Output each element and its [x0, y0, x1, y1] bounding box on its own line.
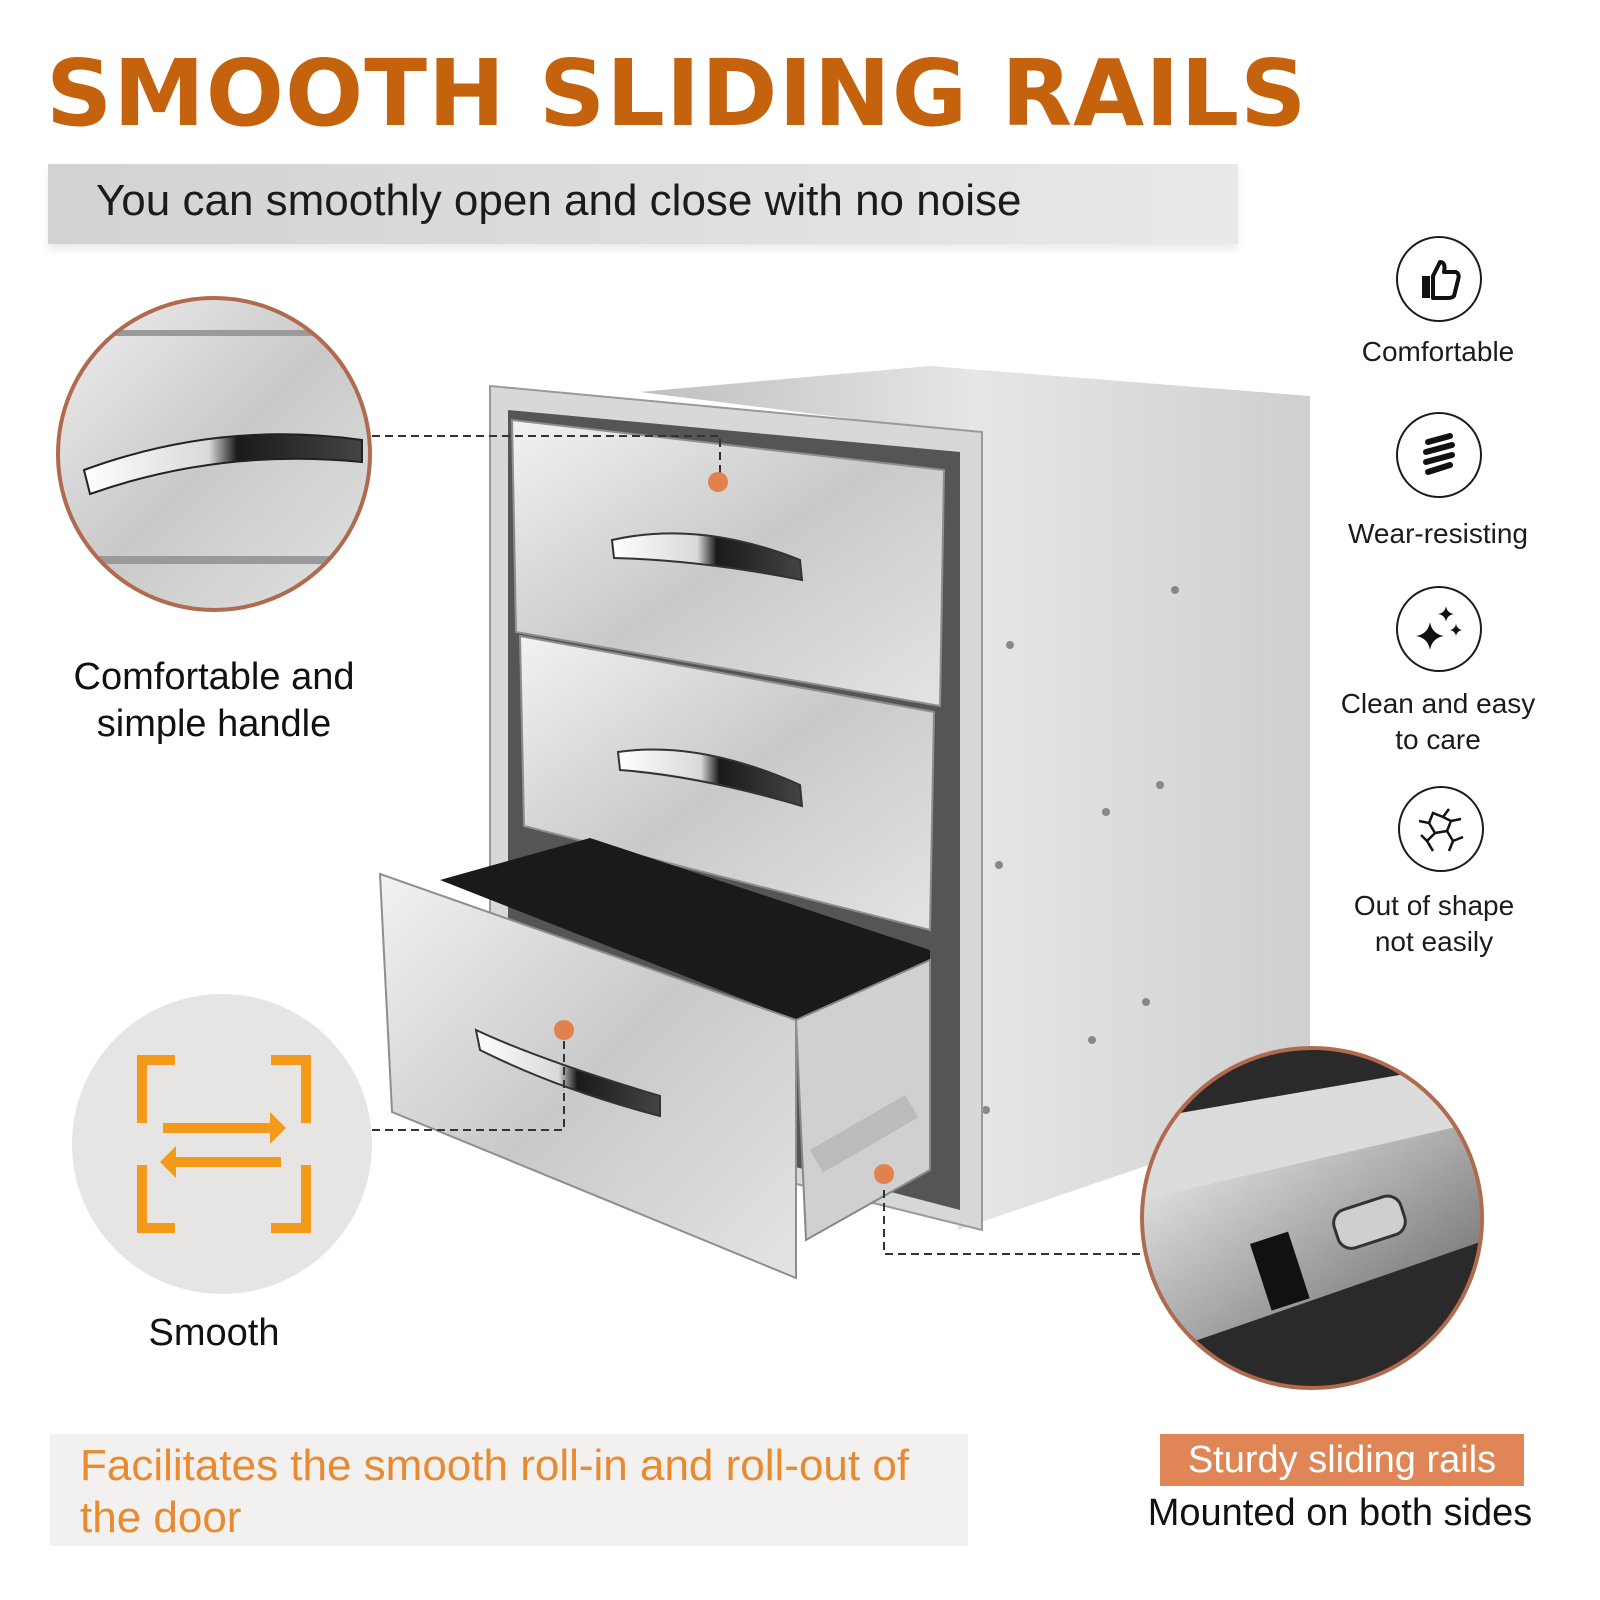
smooth-caption: Smooth	[148, 1312, 280, 1354]
feature-label: Comfortable	[1361, 336, 1515, 367]
thumbs-up-icon	[1396, 236, 1482, 322]
markers	[554, 472, 894, 1184]
feature-label: Wear-resisting	[1348, 518, 1528, 549]
sparkle-icon	[1396, 586, 1482, 672]
rail-closeup	[1140, 1046, 1484, 1390]
middle-drawer	[518, 634, 936, 932]
sturdy-rails-badge: Sturdy sliding rails	[1160, 1434, 1524, 1486]
subtitle: You can smoothly open and close with no …	[96, 176, 1022, 225]
feature-label: Clean and easy to care	[1340, 688, 1536, 755]
wear-resisting-icon	[1396, 412, 1482, 498]
crack-pattern-icon	[1398, 786, 1484, 872]
feature-label: Out of shape not easily	[1353, 890, 1515, 957]
mounted-both-sides-text: Mounted on both sides	[1147, 1492, 1533, 1534]
handle-closeup	[56, 296, 372, 612]
subtitle-band	[48, 164, 1238, 244]
smooth-icon	[72, 994, 372, 1294]
handle-caption: Comfortable and simple handle	[73, 656, 355, 745]
bottom-open-drawer	[378, 838, 931, 1280]
leader-lines	[372, 435, 1166, 1255]
bottom-left-band	[50, 1434, 968, 1546]
roll-in-roll-out-text: Facilitates the smooth roll-in and roll-…	[80, 1441, 910, 1542]
top-drawer	[510, 418, 946, 708]
page-title: SMOOTH SLIDING RAILS	[46, 40, 1308, 147]
